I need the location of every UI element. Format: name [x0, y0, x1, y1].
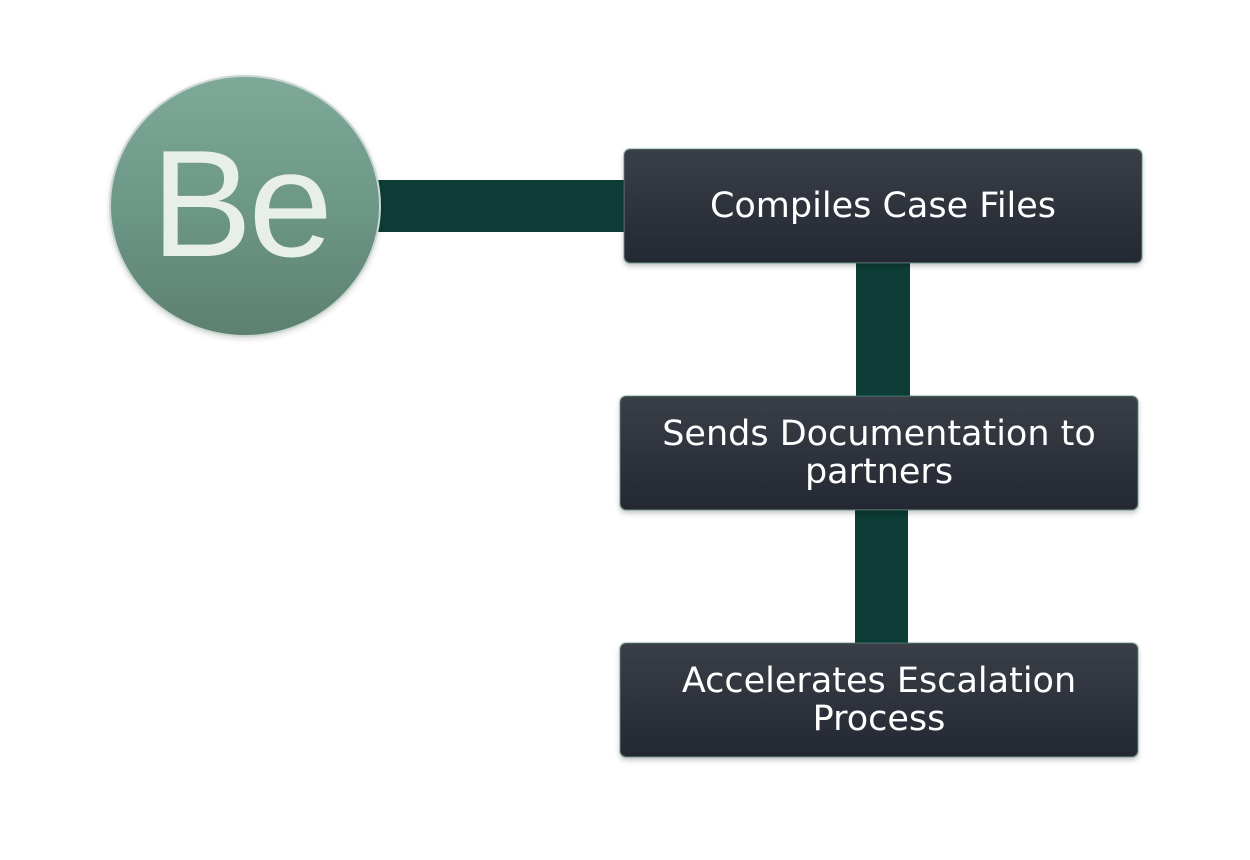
logo-text: Be [151, 119, 333, 289]
step-box-accelerates-escalation: Accelerates Escalation Process [620, 643, 1138, 757]
step-label: Accelerates Escalation Process [681, 661, 1077, 739]
step-label: Sends Documentation to partners [662, 414, 1096, 492]
connector-step-2-to-step-3 [855, 505, 908, 647]
logo-circle: Be [109, 75, 381, 337]
step-label: Compiles Case Files [709, 186, 1057, 226]
step-box-sends-documentation: Sends Documentation to partners [620, 396, 1138, 510]
connector-step-1-to-step-2 [856, 258, 910, 403]
step-box-compiles-case-files: Compiles Case Files [624, 149, 1142, 263]
connector-logo-to-step-1 [370, 180, 632, 232]
